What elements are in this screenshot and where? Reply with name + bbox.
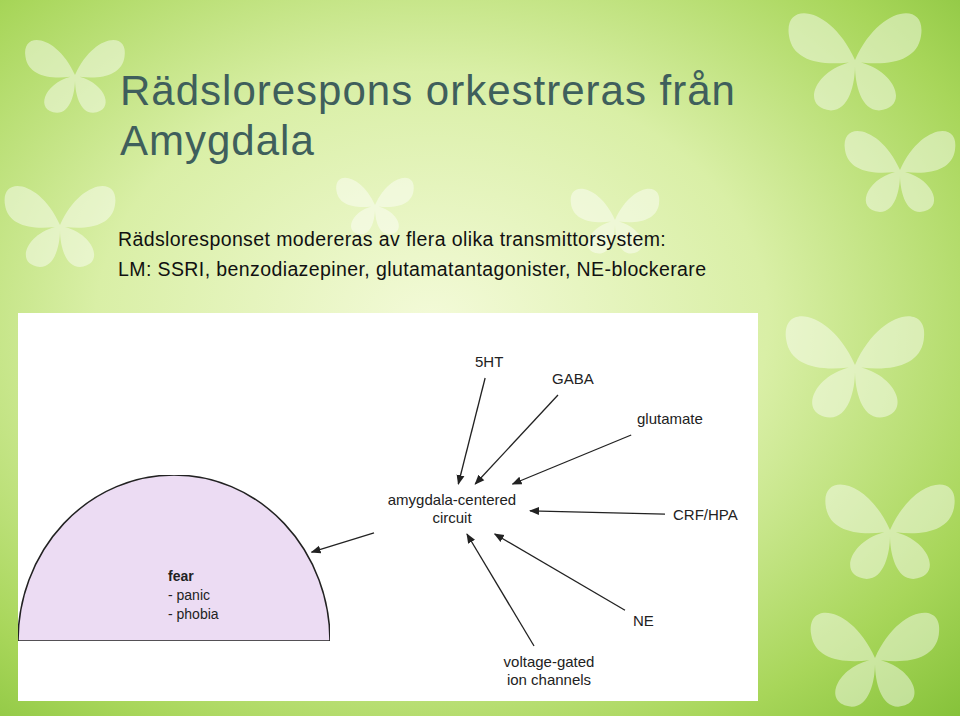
node-text: amygdala-centered circuit xyxy=(382,491,522,527)
node-label: NE xyxy=(630,610,657,632)
fear-text-group: fear- panic- phobia xyxy=(168,567,219,624)
butterfly xyxy=(25,40,125,113)
butterfly xyxy=(788,13,921,110)
arrow-connector xyxy=(458,378,485,484)
node-label: CRF/HPA xyxy=(670,504,741,526)
body-text: Rädsloresponset modereras av flera olika… xyxy=(118,228,666,251)
node-label: 5HT xyxy=(472,351,506,373)
arrow-connector xyxy=(513,435,632,484)
butterfly xyxy=(825,485,954,579)
butterfly xyxy=(811,613,940,707)
node-heading: fear xyxy=(168,567,219,586)
node-label: amygdala-centered circuit xyxy=(379,489,525,529)
node-text: NE xyxy=(633,612,654,630)
butterfly xyxy=(845,131,956,212)
arrow-connector xyxy=(530,511,665,514)
fear-half-circle: fear- panic- phobia xyxy=(18,475,330,641)
node-item: - phobia xyxy=(168,605,219,624)
arrow-connector xyxy=(467,534,534,646)
image-panel xyxy=(18,313,758,701)
butterfly xyxy=(336,178,414,235)
node-text: glutamate xyxy=(637,410,703,428)
node-text: GABA xyxy=(552,370,594,388)
slide-title: Rädslorespons orkestreras från Amygdala xyxy=(120,66,860,166)
node-label: GABA xyxy=(549,368,597,390)
node-item: - panic xyxy=(168,586,219,605)
body-text: LM: SSRI, benzodiazepiner, glutamatantag… xyxy=(118,258,706,281)
node-text: voltage-gated ion channels xyxy=(494,653,604,689)
node-text: CRF/HPA xyxy=(673,506,738,524)
arrow-connector xyxy=(495,534,625,610)
arrow-connector xyxy=(312,533,374,552)
half-circle-outline xyxy=(18,475,330,641)
node-text: 5HT xyxy=(475,353,503,371)
butterfly xyxy=(5,186,116,267)
node-label: glutamate xyxy=(634,408,706,430)
node-label: voltage-gated ion channels xyxy=(491,651,607,691)
butterfly xyxy=(786,316,925,417)
